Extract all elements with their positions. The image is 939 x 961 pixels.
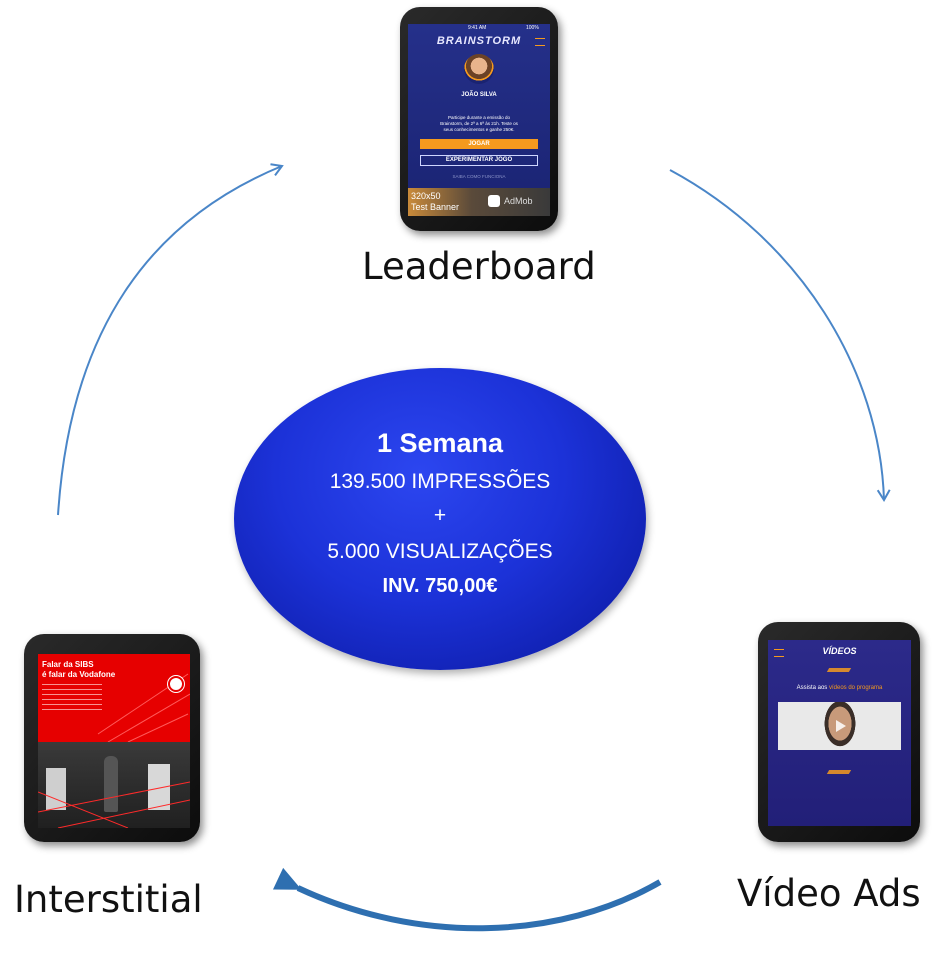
ad-headline-2: é falar da Vodafone <box>42 670 116 679</box>
summary-plus: + <box>433 504 447 527</box>
atm-machine-2 <box>148 764 170 810</box>
how-it-works-link[interactable]: SAIBA COMO FUNCIONA <box>452 174 506 179</box>
user-name: JOÃO SILVA <box>461 92 497 98</box>
ad-red-panel: Falar da SIBS é falar da Vodafone <box>38 654 190 742</box>
arrow-interstitial-to-leaderboard <box>57 163 284 516</box>
video-title: VÍDEOS <box>822 646 857 656</box>
banner-label: Test Banner <box>411 202 460 212</box>
app-title: BRAINSTORM <box>436 35 522 47</box>
red-light-lines <box>38 781 190 828</box>
leaderboard-label: Leaderboard <box>362 245 596 288</box>
hamburger-menu-icon[interactable] <box>535 38 545 46</box>
status-time: 9:41 AM <box>468 25 487 31</box>
leaderboard-screen: 9:41 AM 100% BRAINSTORM JOÃO SILVA Parti… <box>408 24 550 216</box>
interstitial-phone: Falar da SIBS é falar da Vodafone <box>24 634 200 842</box>
interstitial-screen: Falar da SIBS é falar da Vodafone <box>38 654 190 828</box>
banner-brand: AdMob <box>504 196 533 206</box>
status-battery: 100% <box>526 25 539 31</box>
arrow-leaderboard-to-video <box>669 169 891 502</box>
arrow-video-to-interstitial <box>272 867 662 932</box>
summary-investment: INV. 750,00€ <box>382 575 498 597</box>
video-ads-label: Vídeo Ads <box>737 872 921 915</box>
summary-views: 5.000 VISUALIZAÇÕES <box>327 540 553 563</box>
video-subtitle-prefix: Assista aos <box>796 685 828 691</box>
flash-icon <box>826 770 852 774</box>
admob-logo-icon <box>488 195 500 207</box>
video-thumbnail[interactable] <box>778 702 901 750</box>
ad-photo <box>38 742 190 828</box>
interstitial-label: Interstitial <box>14 878 203 921</box>
vodafone-logo-icon <box>168 676 184 692</box>
test-banner-ad[interactable]: 320x50 Test Banner AdMob <box>408 188 550 216</box>
avatar <box>464 54 494 84</box>
banner-size: 320x50 <box>411 191 441 201</box>
intro-line-2: Brainstorm, de 2ª a 6ª às 21h. Teste os <box>440 121 518 126</box>
atm-machine-1 <box>46 768 66 810</box>
video-subtitle: Assista aos vídeos do programa <box>768 685 911 691</box>
video-phone: VÍDEOS Assista aos vídeos do programa <box>758 622 920 842</box>
video-subtitle-highlight: vídeos do programa <box>828 685 883 691</box>
play-button[interactable]: JOGAR <box>420 139 538 149</box>
hamburger-menu-icon[interactable] <box>774 649 784 657</box>
ad-body-text-lines <box>42 684 102 710</box>
flash-icon <box>826 668 852 672</box>
leaderboard-phone: 9:41 AM 100% BRAINSTORM JOÃO SILVA Parti… <box>400 7 558 231</box>
play-icon[interactable] <box>836 720 846 732</box>
intro-line-3: seus conhecimentos e ganhe 250€. <box>443 127 515 132</box>
intro-line-1: Participe durante a emissão do <box>447 115 511 120</box>
summary-impressions: 139.500 IMPRESSÕES <box>329 470 551 493</box>
try-game-button[interactable]: EXPERIMENTAR JOGO <box>420 155 538 166</box>
summary-ellipse: 1 Semana 139.500 IMPRESSÕES + 5.000 VISU… <box>234 368 646 670</box>
status-bar: 9:41 AM 100% <box>408 24 550 32</box>
summary-title: 1 Semana <box>376 428 504 458</box>
video-screen: VÍDEOS Assista aos vídeos do programa <box>768 640 911 826</box>
ad-headline-1: Falar da SIBS <box>42 660 94 669</box>
